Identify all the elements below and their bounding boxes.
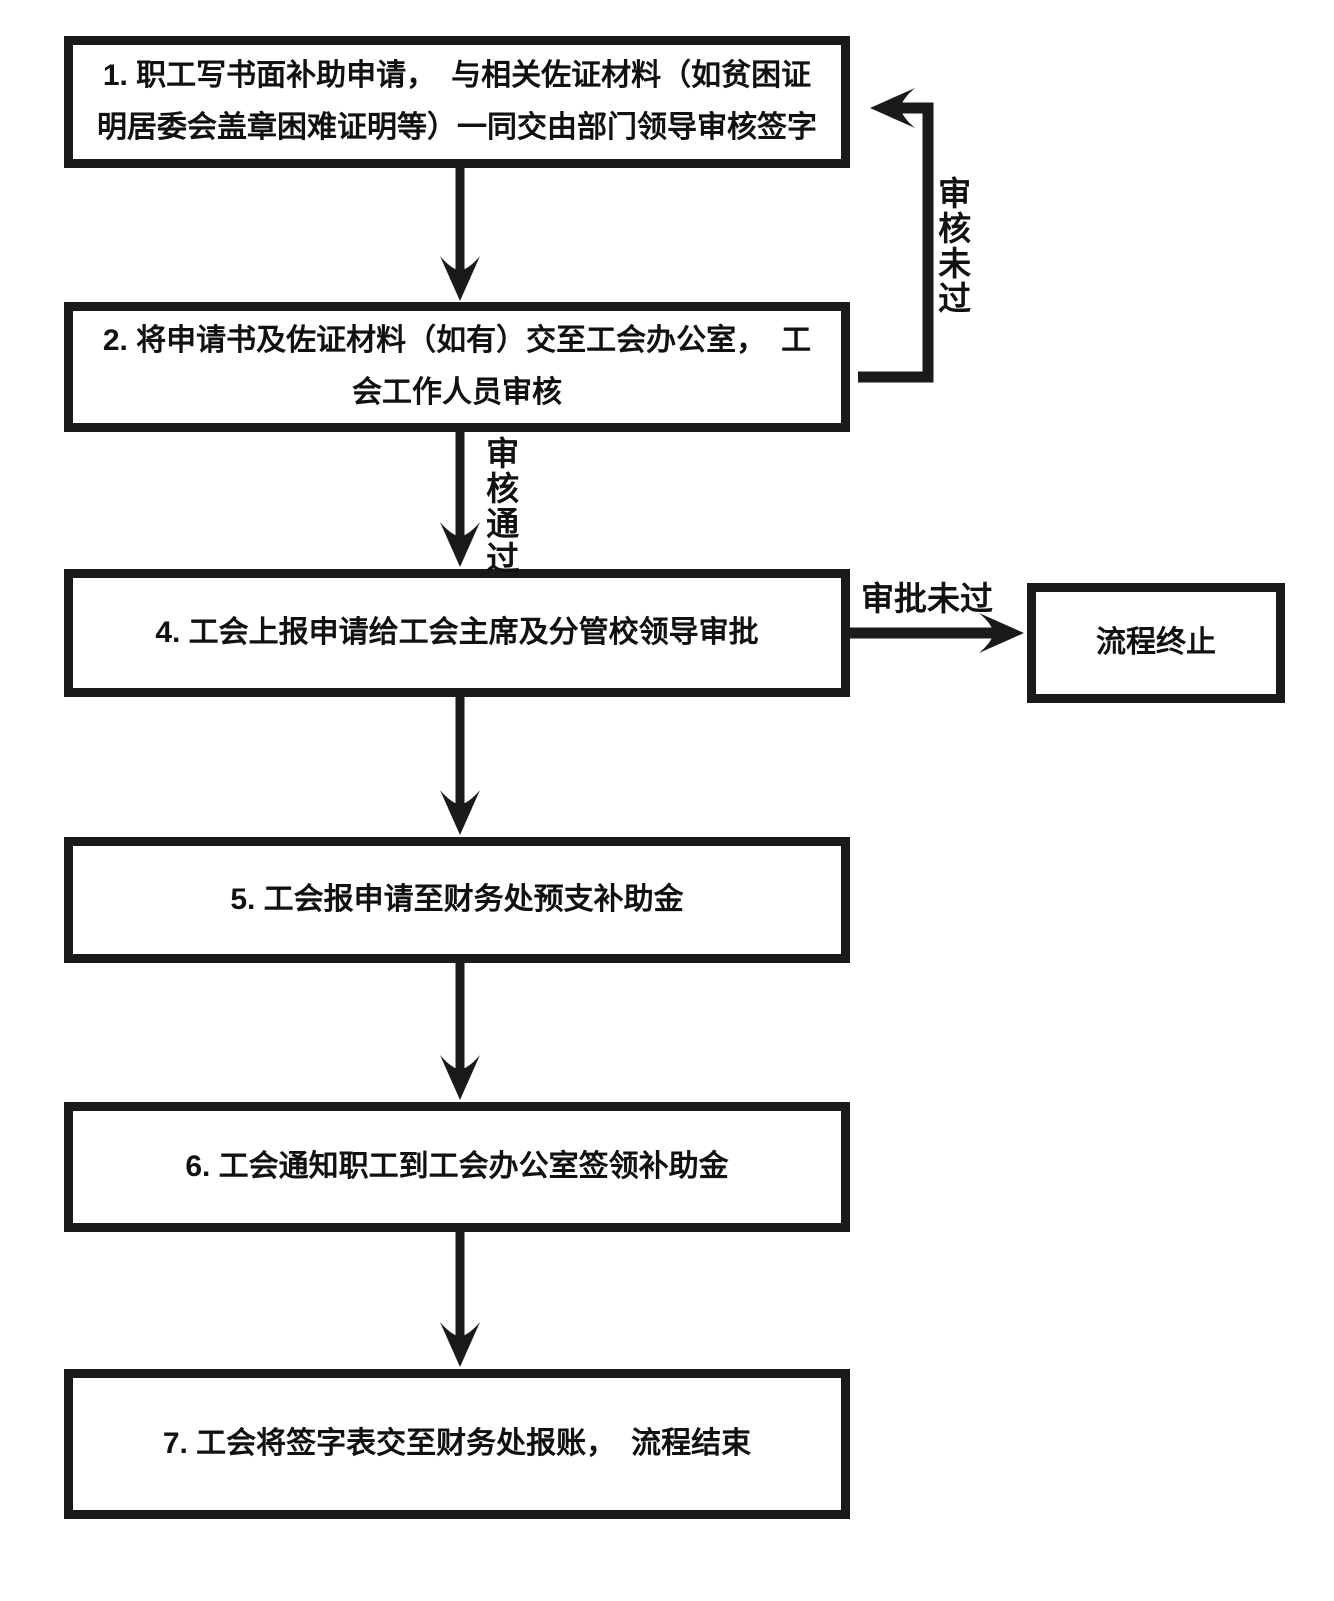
- edge-label-approval-failed: 审批未过: [861, 580, 993, 617]
- terminate-box: 流程终止: [1027, 583, 1285, 703]
- arrowhead-down-icon: [440, 522, 480, 567]
- step4-box: 4. 工会上报申请给工会主席及分管校领导审批: [64, 569, 850, 697]
- arrowhead-right-icon: [979, 613, 1024, 653]
- arrowhead-down-icon: [440, 1322, 480, 1367]
- arrowhead-down-icon: [440, 790, 480, 835]
- step5-box: 5. 工会报申请至财务处预支补助金: [64, 837, 850, 963]
- edge-label-review-passed: 审核通过: [481, 436, 519, 576]
- step2-box: 2. 将申请书及佐证材料（如有）交至工会办公室， 工会工作人员审核: [64, 302, 850, 432]
- step1-box: 1. 职工写书面补助申请， 与相关佐证材料（如贫困证明居委会盖章困难证明等）一同…: [64, 36, 850, 168]
- edge-step2-to-step1-loop: [858, 102, 934, 383]
- step7-box: 7. 工会将签字表交至财务处报账， 流程结束: [64, 1369, 850, 1519]
- step6-box: 6. 工会通知职工到工会办公室签领补助金: [64, 1102, 850, 1232]
- arrowhead-left-icon: [870, 88, 915, 128]
- arrowhead-down-icon: [440, 256, 480, 301]
- arrowhead-down-icon: [440, 1055, 480, 1100]
- edge-label-review-failed: 审核未过: [933, 176, 971, 316]
